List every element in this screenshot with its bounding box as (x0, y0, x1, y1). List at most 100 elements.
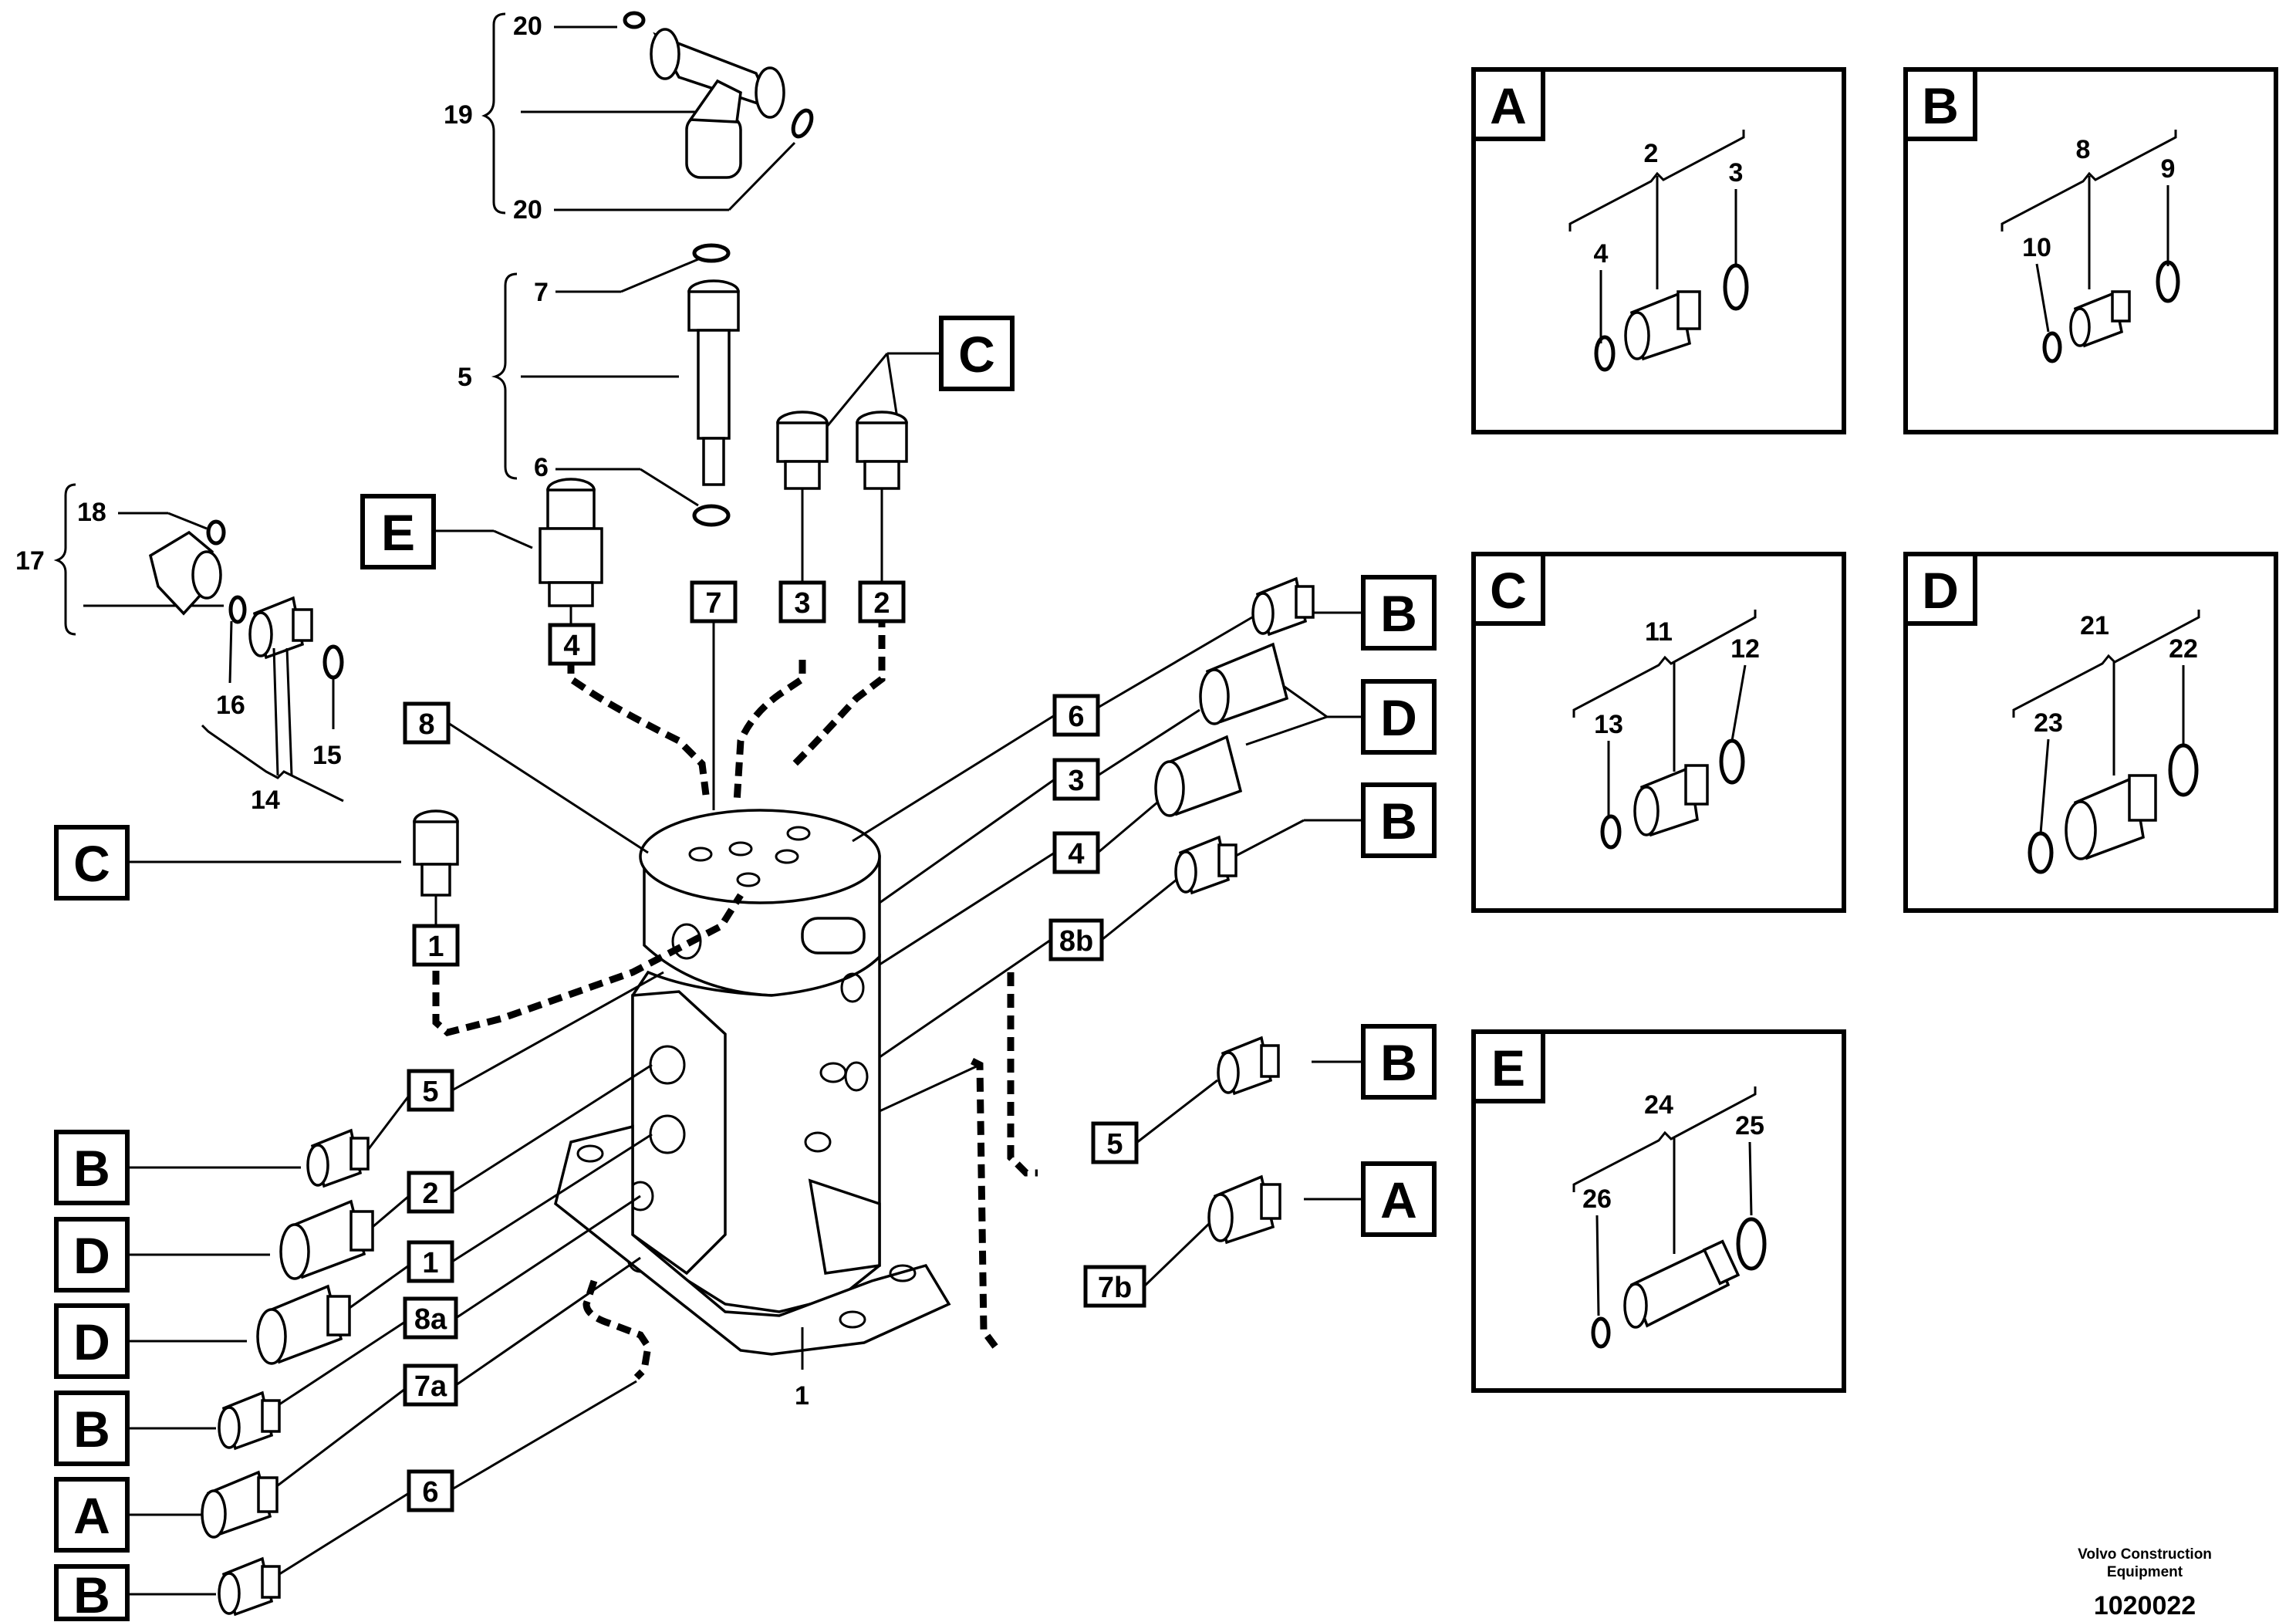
callout-1-body: 1 (795, 1381, 809, 1411)
elbow-fitting-icon (148, 530, 222, 616)
top-fittings (127, 352, 941, 926)
port-tag-4-top: 4 (563, 630, 579, 662)
fitting-icon (1633, 764, 1709, 837)
letter-box-b-left-1: B (73, 1140, 110, 1197)
callout-18: 18 (77, 498, 106, 527)
letter-box-d-left-2: D (73, 1313, 110, 1370)
callout-6: 6 (534, 453, 549, 482)
callout-16: 16 (216, 691, 245, 720)
port-tag-5-right: 5 (1106, 1128, 1123, 1161)
panel-e-letter: E (1491, 1039, 1525, 1097)
letter-box-c-left: C (73, 835, 110, 892)
port-tag-8a: 8a (414, 1303, 447, 1336)
o-ring-icon (2156, 260, 2180, 303)
panel-a-group-number: 2 (1644, 139, 1659, 168)
port-tag-3-top: 3 (794, 587, 810, 620)
o-ring-icon (1594, 335, 1616, 372)
port-tag-6-left: 6 (422, 1476, 438, 1509)
fitting-icon (1199, 642, 1289, 725)
detail-panel-b: B 8 9 10 (1903, 67, 2278, 434)
o-ring-icon (2168, 743, 2199, 797)
o-ring-icon (1723, 263, 1749, 311)
detail-panel-e: E 24 25 26 (1471, 1029, 1846, 1393)
fitting-icon (2065, 774, 2157, 860)
port-tag-7b: 7b (1098, 1272, 1132, 1304)
panel-a-left-number: 4 (1594, 239, 1609, 269)
fitting-icon (306, 1128, 370, 1188)
panel-e-right-number: 25 (1735, 1111, 1764, 1140)
letter-box-b-right-1: B (1380, 585, 1417, 642)
o-ring-icon (2042, 331, 2062, 363)
callout-15: 15 (312, 741, 342, 770)
port-tag-1-lower: 1 (422, 1247, 438, 1279)
callout-7: 7 (534, 278, 549, 307)
adapter-icon (248, 596, 313, 660)
panel-d-left-number: 23 (2034, 708, 2063, 738)
panel-c-group-number: 11 (1645, 617, 1673, 647)
fitting-icon (413, 809, 459, 897)
fitting-icon (1217, 1036, 1280, 1096)
panel-b-right-number: 9 (2161, 154, 2176, 184)
fitting-icon (1623, 1239, 1741, 1329)
port-tag-6-right: 6 (1068, 701, 1084, 733)
fitting-icon (218, 1391, 281, 1451)
port-tag-7-top: 7 (705, 587, 721, 620)
fitting-icon (776, 411, 829, 490)
o-ring-icon (2028, 831, 2054, 874)
panel-a-right-number: 3 (1729, 158, 1744, 188)
port-tag-1-left: 1 (427, 931, 444, 963)
o-ring-icon (1591, 1316, 1611, 1349)
panel-b-letter: B (1922, 77, 1959, 134)
panel-c-letter: C (1490, 562, 1527, 619)
port-tag-7a: 7a (414, 1370, 447, 1403)
port-tag-8b: 8b (1059, 925, 1093, 958)
fitting-icon (1174, 835, 1237, 895)
panel-e-left-number: 26 (1582, 1184, 1612, 1214)
panel-d-right-number: 22 (2169, 634, 2198, 664)
letter-box-b-right-2: B (1380, 792, 1417, 850)
letter-box-b-left-3: B (73, 1566, 110, 1622)
letter-box-d-left-1: D (73, 1227, 110, 1284)
port-tag-4-right: 4 (1068, 838, 1084, 870)
callout-5: 5 (458, 363, 472, 392)
letter-box-a-left: A (73, 1487, 110, 1544)
fitting-icon (1624, 290, 1701, 361)
right-fittings (852, 576, 1363, 1288)
callout-20-bottom: 20 (513, 195, 542, 225)
fitting-icon (856, 411, 908, 490)
panel-e-group-number: 24 (1644, 1090, 1673, 1120)
panel-d-letter: D (1922, 562, 1959, 619)
callout-19: 19 (444, 100, 473, 130)
routing-lines (432, 613, 1038, 1380)
panel-c-left-number: 13 (1594, 710, 1623, 739)
panel-c-right-number: 12 (1730, 634, 1760, 664)
panel-d-group-number: 21 (2080, 611, 2109, 640)
port-tag-3-right: 3 (1068, 765, 1084, 797)
figure-number: 1020022 (2094, 1591, 2196, 1620)
elbow-fitting-group: 18 17 16 15 14 (15, 483, 344, 815)
fitting-icon (2069, 290, 2131, 348)
letter-box-d-right: D (1380, 689, 1417, 746)
long-fitting-group: 7 5 6 (458, 243, 740, 527)
fitting-icon (218, 1556, 281, 1617)
long-fitting-icon (687, 279, 740, 486)
port-tag-2-left: 2 (422, 1178, 438, 1210)
company-name-line2: Equipment (2107, 1564, 2183, 1580)
port-tag-8: 8 (418, 708, 434, 741)
detail-panel-c: C 11 12 13 (1471, 552, 1846, 913)
detail-panel-d: D 21 22 23 (1903, 552, 2278, 913)
panel-a-letter: A (1490, 77, 1527, 134)
fitting-icon (1251, 576, 1315, 637)
callout-20-top: 20 (513, 12, 542, 41)
port-tag-2-top: 2 (873, 587, 890, 620)
left-fittings (127, 971, 664, 1617)
swivel-joint-body: 1 (554, 809, 951, 1411)
letter-box-a-right: A (1380, 1171, 1417, 1228)
fitting-icon (201, 1470, 279, 1539)
letter-box-b-left-2: B (73, 1401, 110, 1458)
fitting-icon (539, 478, 603, 607)
fitting-icon (279, 1199, 374, 1280)
company-name-line1: Volvo Construction (2078, 1546, 2212, 1563)
port-tag-5-left: 5 (422, 1076, 438, 1108)
